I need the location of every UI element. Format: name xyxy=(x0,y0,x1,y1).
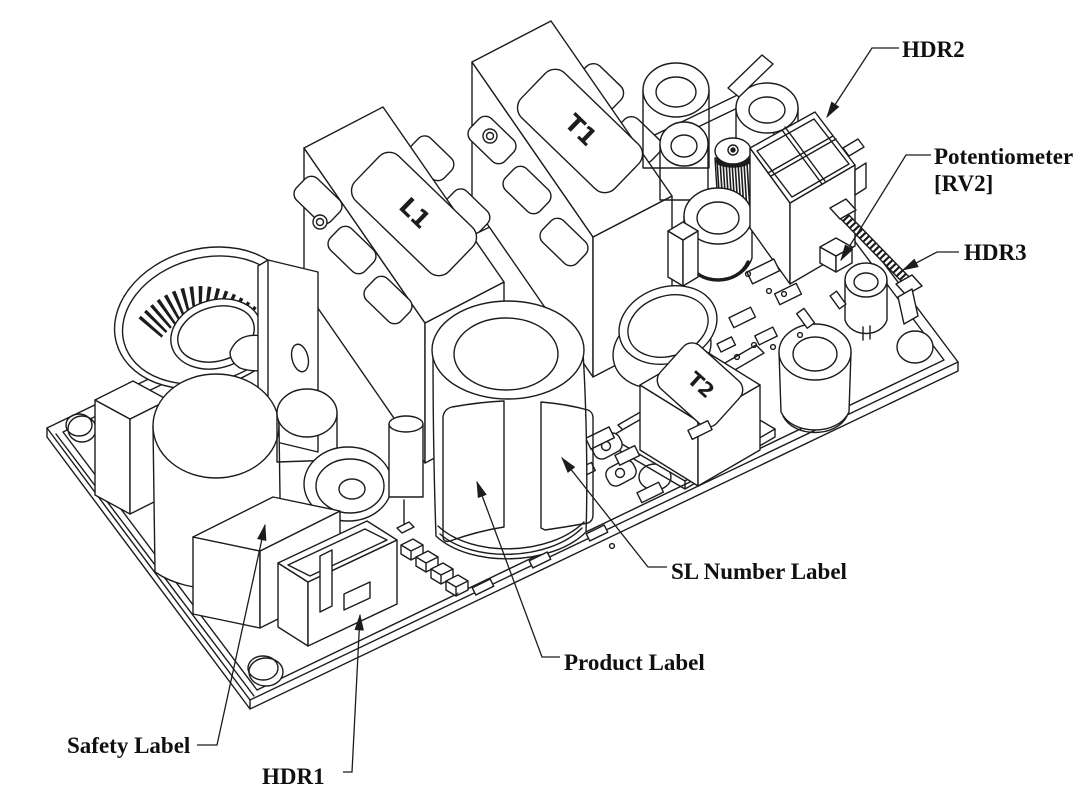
callout-safety-label: Safety Label xyxy=(67,733,190,758)
hdr1-divider-blade xyxy=(319,549,333,613)
callout-hdr2: HDR2 xyxy=(902,37,965,62)
callout-potentiometer: Potentiometer xyxy=(934,144,1073,169)
leader-hdr3 xyxy=(901,251,959,271)
capacitor-mid xyxy=(683,187,753,282)
leader-sl-number-label xyxy=(561,456,667,568)
edge-tabs xyxy=(471,524,609,596)
transformer-t2 xyxy=(591,342,776,490)
callout-sl-number-label: SL Number Label xyxy=(671,559,847,584)
smd-components xyxy=(474,258,847,550)
hdr3-connector xyxy=(829,198,923,325)
callout-hdr1: HDR1 xyxy=(262,764,325,789)
leader-safety-label xyxy=(197,523,267,746)
leader-hdr1 xyxy=(343,613,364,773)
capacitor-right-small xyxy=(844,262,888,341)
capacitor-center-large xyxy=(431,300,594,560)
mounting-holes xyxy=(65,330,934,687)
terminal-pads xyxy=(400,538,469,597)
small-electrolytic xyxy=(388,415,424,534)
t1-nameplate xyxy=(516,68,644,194)
insulator-plate xyxy=(727,54,774,98)
sl-number-label-patch xyxy=(540,401,594,531)
t2-nameplate xyxy=(656,342,744,428)
hdr2-slot-dividers xyxy=(767,126,837,185)
callout-hdr3: HDR3 xyxy=(964,240,1027,265)
leader-potentiometer-rv2 xyxy=(840,154,931,262)
hdr1-latch-tab xyxy=(343,581,371,611)
capacitor-right-large xyxy=(778,323,852,434)
callout-product-label: Product Label xyxy=(564,650,705,675)
hdr3-pins xyxy=(838,210,915,289)
capacitor-cluster-top xyxy=(642,54,799,201)
leader-hdr2 xyxy=(826,47,899,119)
standing-bracket xyxy=(667,221,699,287)
callout-potentiometer-rv2: [RV2] xyxy=(934,171,993,196)
hdr1-connector xyxy=(277,520,398,647)
ring-core xyxy=(303,446,393,522)
leader-product-label xyxy=(476,480,560,658)
product-label-patch xyxy=(442,400,505,543)
l1-nameplate xyxy=(350,151,478,277)
